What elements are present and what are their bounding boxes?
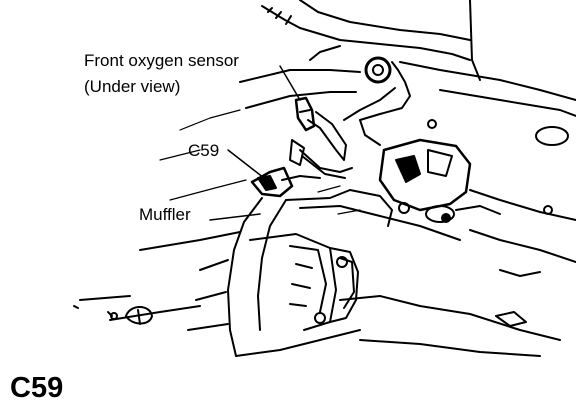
oxygen-sensor-illustration xyxy=(73,0,576,357)
lower-chassis xyxy=(73,231,561,357)
under-view-label: (Under view) xyxy=(84,77,181,96)
figure-id-heading: C59 xyxy=(10,372,64,404)
shading-strokes xyxy=(159,109,361,215)
connector-c59-label: C59 xyxy=(188,141,220,160)
mounting-bracket xyxy=(285,119,576,263)
engine-body xyxy=(261,0,576,117)
oxygen-sensor-harness xyxy=(250,96,353,198)
exhaust-front-pipe xyxy=(239,45,411,146)
leader-lines xyxy=(209,65,301,221)
front-oxygen-sensor-label: Front oxygen sensor xyxy=(84,51,239,70)
muffler-body xyxy=(187,197,361,357)
muffler-label: Muffler xyxy=(139,205,191,224)
